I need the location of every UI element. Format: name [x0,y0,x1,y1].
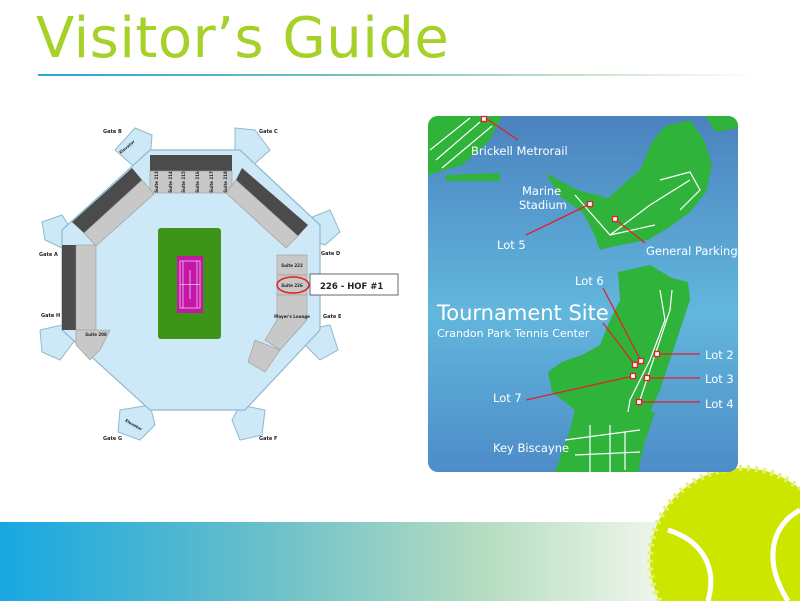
lot2-marker [653,350,661,358]
brickell-metrorail-label: Brickell Metrorail [471,144,568,158]
gate-a-label: Gate A [39,252,58,258]
gate-h-label: Gate H [41,313,60,319]
gate-e-label: Gate E [323,314,342,320]
players-lounge-label: Player's Lounge [274,314,310,319]
title-divider [38,74,760,76]
gate-b-label: Gate B [103,129,122,135]
tournament-site-subtitle: Crandon Park Tennis Center [437,327,590,340]
tournament-site-marker [631,361,639,369]
lot7-marker [629,372,637,380]
lot2-label: Lot 2 [705,348,734,362]
suite-label: Suite 215 [181,171,186,193]
lot4-label: Lot 4 [705,397,734,411]
lot7-label: Lot 7 [493,391,522,405]
suite-208-label: Suite 208 [85,332,107,337]
map-land [428,116,738,472]
gate-c-label: Gate C [259,129,278,135]
marine-stadium-label: Stadium [519,198,567,212]
lot3-marker [643,374,651,382]
suite-label: Suite 218 [223,171,228,193]
suite-226-label: Suite 226 [281,283,303,288]
marine-stadium-label: Marine [522,184,561,198]
gate-g-label: Gate G [103,436,122,442]
suite-222-label: Suite 222 [281,263,303,268]
page-title: Visitor’s Guide [36,6,450,71]
suite-label: Suite 217 [209,171,214,193]
lot5-marker [586,200,594,208]
general-parking-marker [611,215,619,223]
suite-callout-label: 226 - HOF #1 [320,282,383,292]
suite-callout-box [309,273,399,296]
key-biscayne-label: Key Biscayne [493,441,569,455]
map-leader-lines [483,116,700,403]
metrorail-marker [480,115,488,123]
gate-f-label: Gate F [259,436,277,442]
general-parking-label: General Parking [646,244,738,258]
tournament-site-label: Tournament Site [436,301,609,325]
suite-label: Suite 214 [168,171,173,193]
map-roads [429,117,701,472]
lot3-label: Lot 3 [705,372,734,386]
lot5-label: Lot 5 [497,238,526,252]
suite-label: Suite 216 [195,171,200,193]
lot6-label: Lot 6 [575,274,604,288]
suite-label: Suite 213 [154,171,159,193]
gate-d-label: Gate D [321,251,340,257]
lot6-marker [637,357,645,365]
lot4-marker [635,398,643,406]
suite-highlight-circle [276,276,310,294]
